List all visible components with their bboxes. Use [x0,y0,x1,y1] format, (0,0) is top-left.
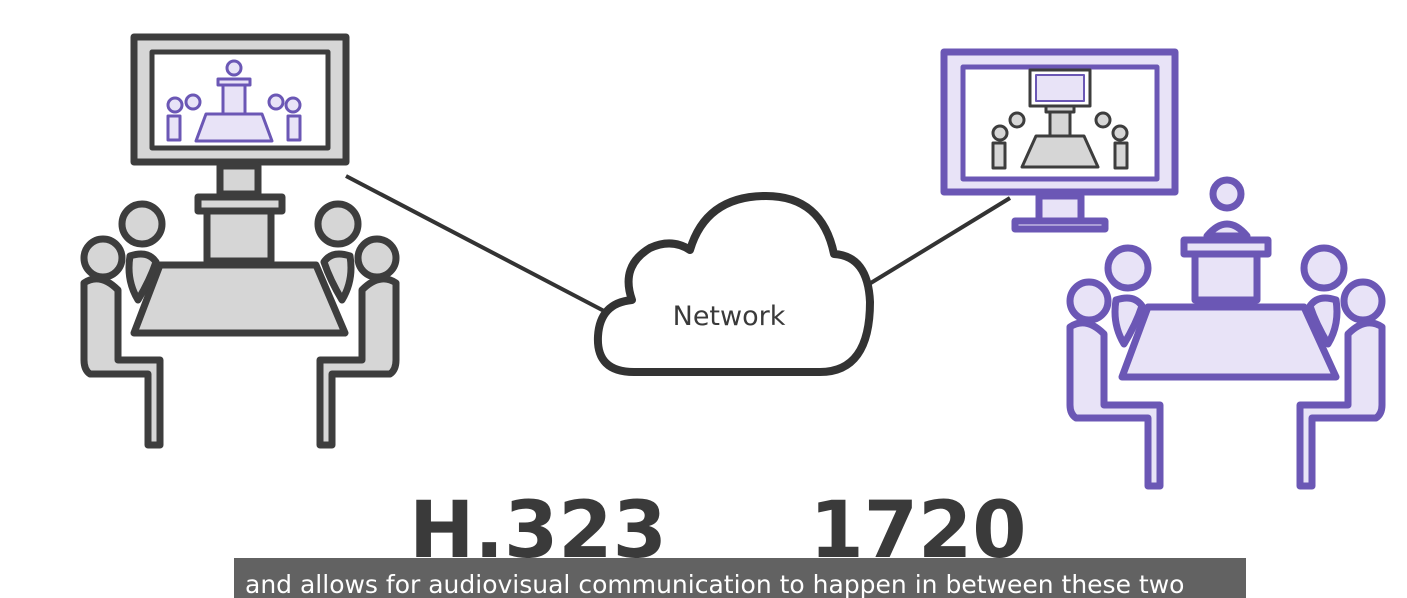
right-conference-room [940,48,1386,490]
subtitle-caption: and allows for audiovisual communication… [234,558,1246,598]
network-cloud-icon: Network [593,192,874,376]
right-speaker-icon [1180,176,1272,304]
right-screen-remote-room-icon [991,68,1129,170]
network-links [345,174,1012,314]
left-room-people-right-icon [314,200,400,449]
left-screen-remote-room-icon [166,59,302,143]
right-table-icon [1118,303,1340,381]
right-room-people-right-icon [1296,244,1386,490]
subtitle-text: and allows for audiovisual communication… [245,570,1185,598]
left-table-icon [130,261,349,337]
right-room-people-left-icon [1066,244,1164,490]
left-conference-room [80,33,400,449]
left-room-people-left-icon [80,200,166,449]
network-label: Network [673,301,786,332]
